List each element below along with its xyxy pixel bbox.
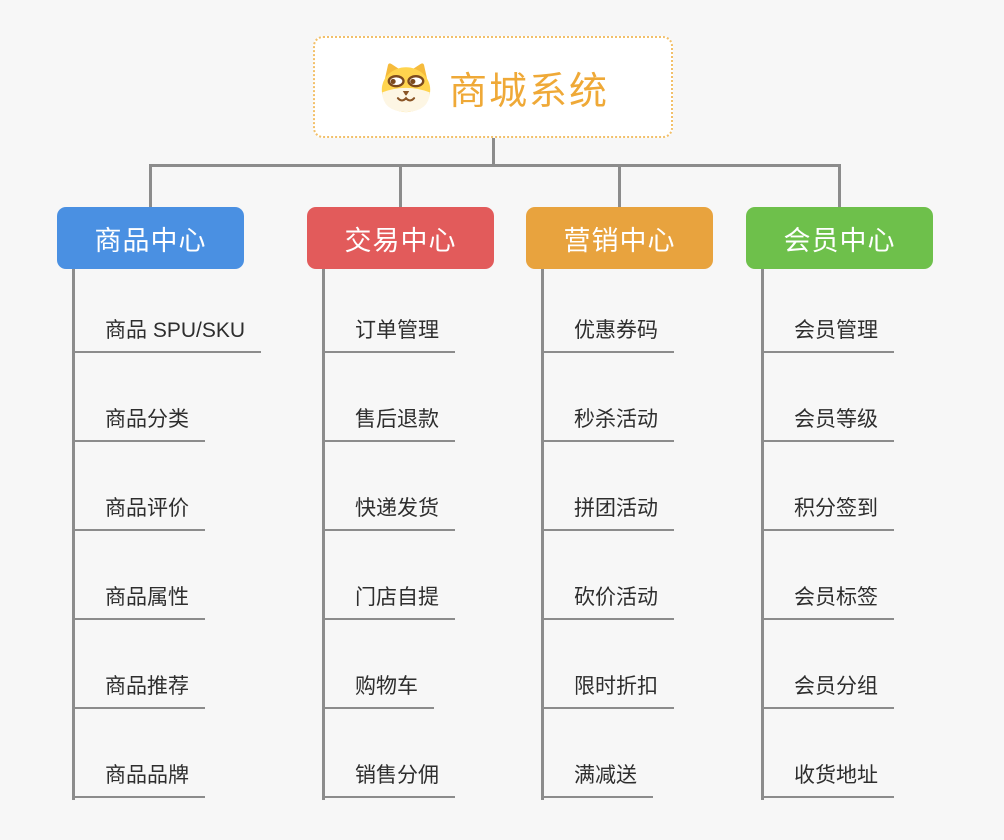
branch-column-products: 商品中心 商品 SPU/SKU 商品分类 商品评价 商品属性 商品推荐 商品品牌 [57,0,307,840]
connector-drop-trade [399,166,402,208]
child-node-coupon-codes[interactable]: 优惠券码 [541,316,674,353]
branch-column-marketing: 营销中心 优惠券码 秒杀活动 拼团活动 砍价活动 限时折扣 满减送 [526,0,776,840]
branch-trunk-line [761,269,764,800]
child-node-member-management[interactable]: 会员管理 [761,316,894,353]
child-node-limited-time-discount[interactable]: 限时折扣 [541,672,674,709]
child-node-flash-sale[interactable]: 秒杀活动 [541,405,674,442]
branch-node-members[interactable]: 会员中心 [746,207,933,269]
branch-trunk-line [322,269,325,800]
branch-node-marketing[interactable]: 营销中心 [526,207,713,269]
child-node-sales-commission[interactable]: 销售分佣 [322,761,455,798]
child-node-aftersale-refund[interactable]: 售后退款 [322,405,455,442]
child-node-product-spu-sku[interactable]: 商品 SPU/SKU [72,316,262,353]
child-node-express-shipping[interactable]: 快递发货 [322,494,455,531]
child-node-product-recommend[interactable]: 商品推荐 [72,672,205,709]
child-node-spend-and-save[interactable]: 满减送 [541,761,653,798]
connector-drop-members [838,166,841,208]
branch-node-trade[interactable]: 交易中心 [307,207,494,269]
child-node-member-tags[interactable]: 会员标签 [761,583,894,620]
branch-column-trade: 交易中心 订单管理 售后退款 快递发货 门店自提 购物车 销售分佣 [307,0,557,840]
child-node-shopping-cart[interactable]: 购物车 [322,672,434,709]
child-node-member-level[interactable]: 会员等级 [761,405,894,442]
child-node-order-management[interactable]: 订单管理 [322,316,455,353]
child-node-store-pickup[interactable]: 门店自提 [322,583,455,620]
child-node-points-checkin[interactable]: 积分签到 [761,494,894,531]
shiba-dog-icon [381,63,431,113]
child-node-product-brand[interactable]: 商品品牌 [72,761,205,798]
connector-drop-marketing [618,166,621,208]
branch-trunk-line [72,269,75,800]
connector-drop-products [149,166,152,208]
child-node-member-groups[interactable]: 会员分组 [761,672,894,709]
child-node-product-review[interactable]: 商品评价 [72,494,205,531]
root-node-mall-system[interactable]: 商城系统 [313,36,673,138]
child-node-product-category[interactable]: 商品分类 [72,405,205,442]
branch-trunk-line [541,269,544,800]
branch-node-products[interactable]: 商品中心 [57,207,244,269]
root-title: 商城系统 [448,70,609,113]
connector-bus [149,164,841,167]
branch-column-members: 会员中心 会员管理 会员等级 积分签到 会员标签 会员分组 收货地址 [746,0,996,840]
child-node-product-attribute[interactable]: 商品属性 [72,583,205,620]
child-node-shipping-address[interactable]: 收货地址 [761,761,894,798]
child-node-group-buying[interactable]: 拼团活动 [541,494,674,531]
child-node-bargain-activity[interactable]: 砍价活动 [541,583,674,620]
connector-root-stem [492,138,495,165]
